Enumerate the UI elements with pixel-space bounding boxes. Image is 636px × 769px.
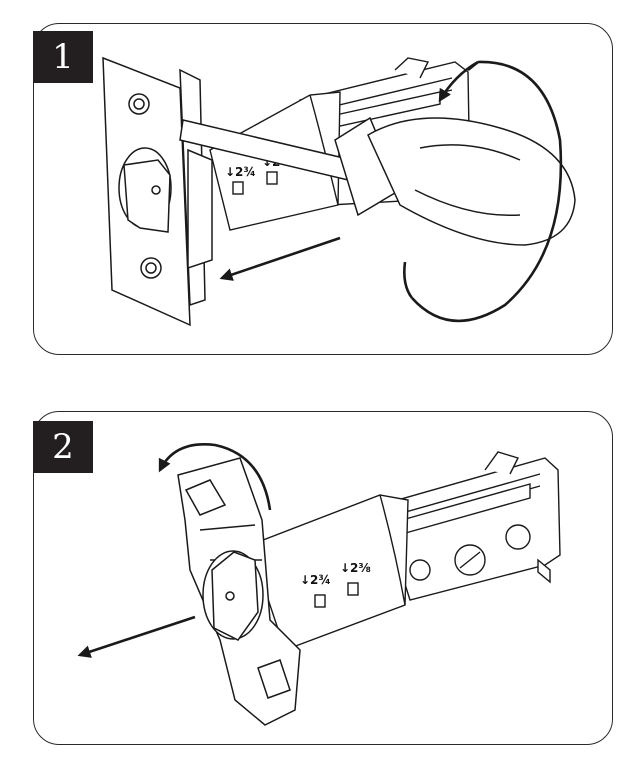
faceplate-icon: [102, 56, 213, 327]
backset-marking-1a: ↓2¾: [225, 165, 256, 179]
backset-marking-2b: ↓2⅜: [340, 561, 371, 575]
step-1-number: 1: [52, 37, 74, 77]
faceplate-icon: [177, 457, 301, 726]
step-2-number: 2: [52, 427, 74, 467]
step-2-badge: 2: [33, 421, 93, 473]
pull-arrow-icon: [219, 236, 341, 281]
rotation-arrow-icon: [158, 443, 272, 511]
step-1-badge: 1: [33, 31, 93, 83]
rotation-arrow-icon: [403, 60, 563, 323]
latch-body-icon: [249, 451, 561, 651]
pull-arrow-icon: [77, 615, 196, 658]
backset-marking-2a: ↓2¾: [300, 573, 331, 587]
screwdriver-icon: [179, 116, 576, 246]
